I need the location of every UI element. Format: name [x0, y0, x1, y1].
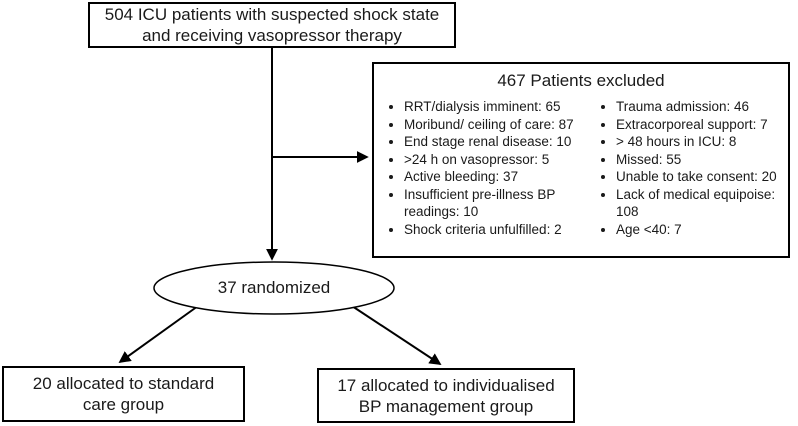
- excluded-item: Trauma admission: 46: [616, 98, 780, 116]
- excluded-item: > 48 hours in ICU: 8: [616, 133, 780, 151]
- excluded-item: Shock criteria unfulfilled: 2: [404, 221, 588, 239]
- arrow-to-individualised: [351, 305, 442, 365]
- randomized-label: 37 randomized: [217, 278, 331, 297]
- individualised-bp-box: 17 allocated to individualised BP manage…: [317, 368, 575, 423]
- excluded-columns: RRT/dialysis imminent: 65 Moribund/ ceil…: [374, 98, 788, 238]
- excluded-item: Lack of medical equipoise: 108: [616, 186, 780, 221]
- individualised-line1: 17 allocated to individualised: [337, 375, 555, 395]
- excluded-item: Age <40: 7: [616, 221, 780, 239]
- excluded-left-column: RRT/dialysis imminent: 65 Moribund/ ceil…: [376, 98, 588, 238]
- standard-care-line2: care group: [82, 395, 165, 414]
- excluded-box: 467 Patients excluded RRT/dialysis immin…: [372, 62, 790, 258]
- excluded-item: Insufficient pre-illness BP readings: 10: [404, 186, 588, 221]
- excluded-item: RRT/dialysis imminent: 65: [404, 98, 588, 116]
- randomized-ellipse: [153, 261, 395, 315]
- excluded-item: >24 h on vasopressor: 5: [404, 151, 588, 169]
- excluded-title: 467 Patients excluded: [497, 71, 665, 90]
- standard-care-line1: 20 allocated to standard: [32, 374, 215, 393]
- excluded-item: Active bleeding: 37: [404, 168, 588, 186]
- excluded-right-column: Trauma admission: 46 Extracorporeal supp…: [588, 98, 780, 238]
- standard-care-box: 20 allocated to standard care group: [2, 366, 245, 422]
- enrollment-line1: 504 ICU patients with suspected shock st…: [104, 5, 440, 24]
- enrollment-box: 504 ICU patients with suspected shock st…: [88, 2, 456, 48]
- enrollment-line2: and receiving vasopressor therapy: [142, 26, 402, 45]
- individualised-line2: BP management group: [358, 396, 534, 416]
- excluded-item: Extracorporeal support: 7: [616, 116, 780, 134]
- arrow-to-standard-care: [118, 305, 199, 364]
- excluded-item: Missed: 55: [616, 151, 780, 169]
- excluded-item: End stage renal disease: 10: [404, 133, 588, 151]
- excluded-item: Moribund/ ceiling of care: 87: [404, 116, 588, 134]
- excluded-item: Unable to take consent: 20: [616, 168, 780, 186]
